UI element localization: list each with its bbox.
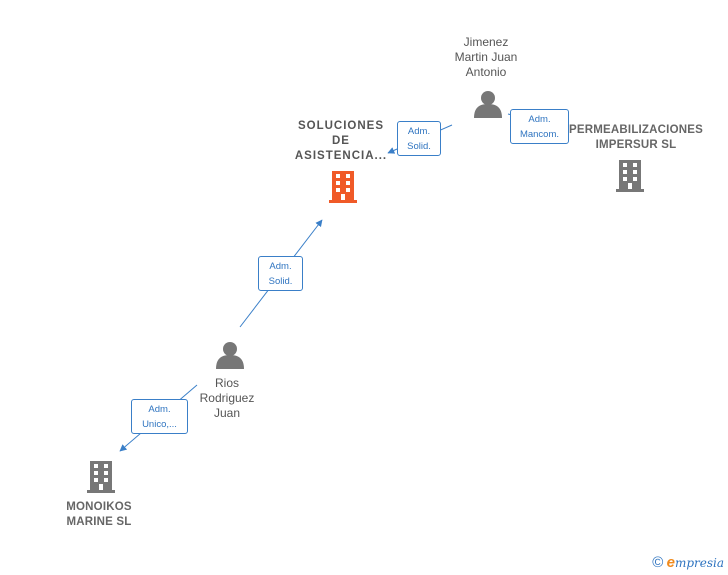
building-icon[interactable] [329, 171, 357, 203]
node-label-jimenez[interactable]: Jimenez Martin Juan Antonio [454, 35, 518, 79]
building-icon[interactable] [87, 461, 115, 493]
edge-label-jimenez-soluciones: Adm. Solid. [397, 121, 441, 156]
footer-brand: © empresia [652, 554, 724, 571]
node-label-rios[interactable]: Rios Rodriguez Juan [199, 376, 255, 420]
brand-name: mpresia [674, 556, 724, 570]
edge-label-rios-soluciones: Adm. Solid. [258, 256, 303, 291]
copyright-icon: © [652, 554, 664, 571]
node-label-permeabilizaciones[interactable]: PERMEABILIZACIONES IMPERSUR SL [569, 124, 703, 151]
person-icon[interactable] [216, 342, 244, 369]
brand-initial: e [666, 554, 675, 571]
edge-label-rios-monoikos: Adm. Unico,... [131, 399, 188, 434]
building-icon[interactable] [616, 160, 644, 192]
node-label-soluciones[interactable]: SOLUCIONES DE ASISTENCIA... [294, 120, 388, 162]
edge-label-jimenez-permeabilizaciones: Adm. Mancom. [510, 109, 569, 144]
node-label-monoikos[interactable]: MONOIKOS MARINE SL [66, 501, 132, 528]
person-icon[interactable] [474, 91, 502, 118]
